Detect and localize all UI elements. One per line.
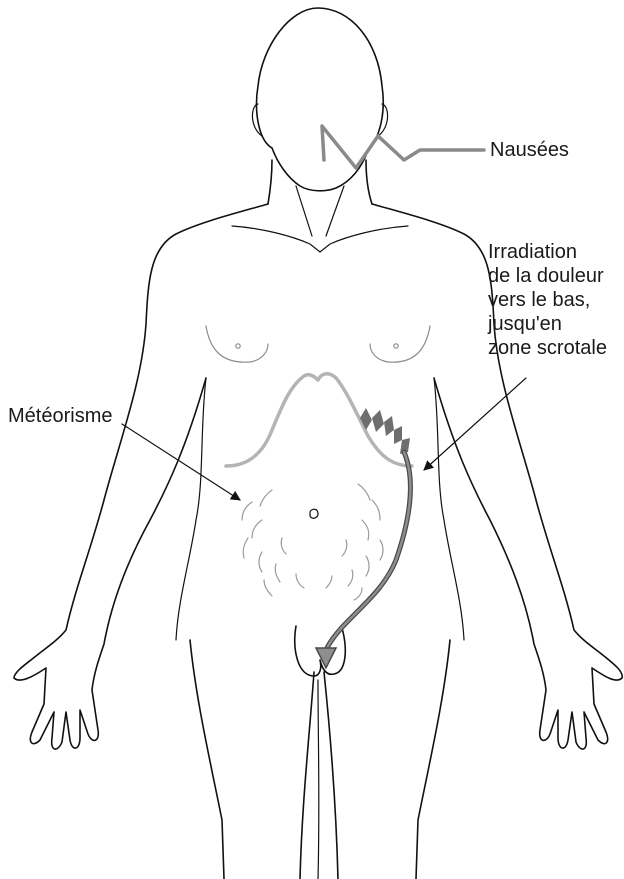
bloating-label: Météorisme xyxy=(8,405,112,427)
radiation-arrowhead xyxy=(316,648,336,668)
inner-leg-gap xyxy=(318,680,319,879)
head-outline xyxy=(257,8,384,191)
neck-right xyxy=(366,160,372,204)
pain-start-dashes xyxy=(360,408,410,454)
right-leg xyxy=(416,640,450,879)
svg-text:jusqu'en: jusqu'en xyxy=(487,313,562,335)
radiation-arrow-inner xyxy=(326,452,410,650)
collarbone xyxy=(232,226,408,252)
neck-tendon-right xyxy=(326,186,344,236)
right-inner-arm xyxy=(434,378,464,640)
left-nipple xyxy=(236,344,240,348)
neck-left xyxy=(268,160,272,204)
radiation-label: Irradiation de la douleur vers le bas, j… xyxy=(487,241,607,359)
left-inner-arm xyxy=(176,378,206,640)
inner-right-leg xyxy=(324,672,338,879)
svg-text:zone scrotale: zone scrotale xyxy=(488,337,607,359)
svg-text:vers le bas,: vers le bas, xyxy=(488,289,590,311)
svg-text:Irradiation: Irradiation xyxy=(488,241,577,263)
neck-tendon-left xyxy=(296,186,312,236)
right-pectoral xyxy=(370,326,430,362)
nausea-label: Nausées xyxy=(490,139,569,161)
bloating-leader xyxy=(122,424,240,500)
navel xyxy=(310,509,318,518)
body-left-outline xyxy=(14,204,268,749)
inner-left-leg xyxy=(300,672,314,879)
bloating-marks xyxy=(242,484,383,600)
radiation-leader xyxy=(424,378,526,470)
left-leg xyxy=(190,640,224,879)
pain-area-outline xyxy=(226,374,412,466)
right-nipple xyxy=(394,344,398,348)
nausea-zigzag xyxy=(322,126,484,168)
svg-text:de la douleur: de la douleur xyxy=(488,265,604,287)
